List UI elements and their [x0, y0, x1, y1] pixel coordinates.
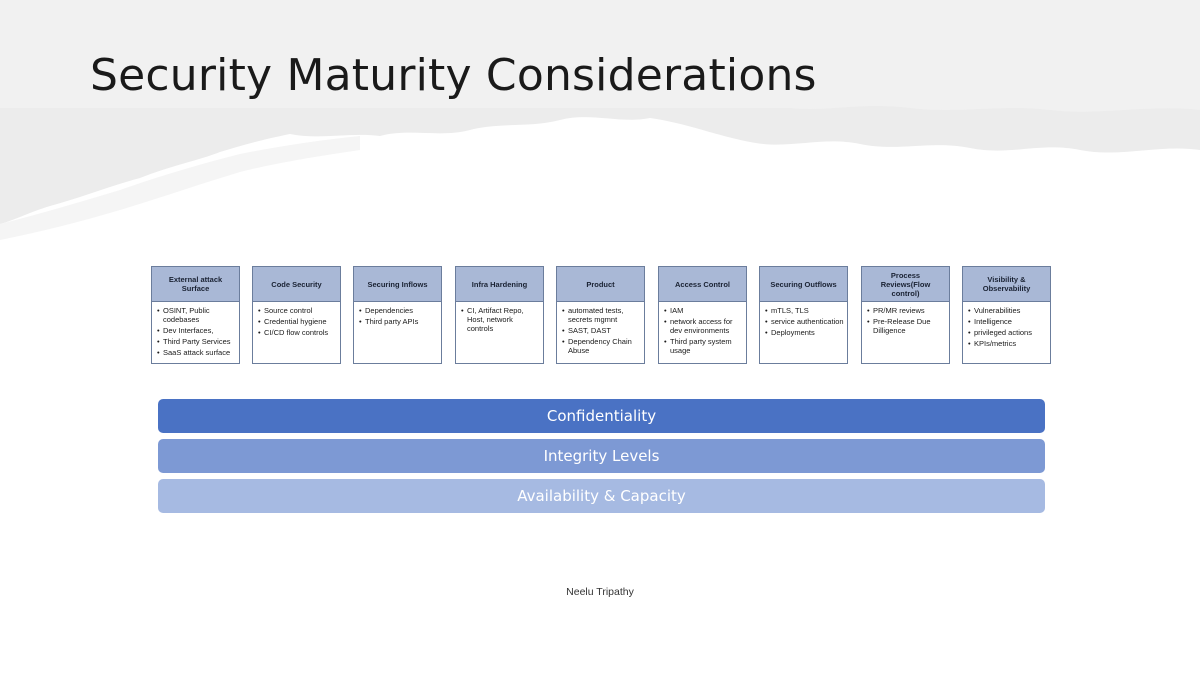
presenter-name: Neelu Tripathy	[566, 586, 634, 598]
integrity-levels-bar: Integrity Levels	[158, 439, 1045, 473]
category-items: IAM network access for dev environments …	[659, 302, 746, 355]
category-external-attack-surface: External attack Surface OSINT, Public co…	[151, 266, 240, 364]
category-item: Dependencies	[359, 306, 438, 315]
category-title: Process Reviews(Flow control)	[862, 267, 949, 302]
category-items: Dependencies Third party APIs	[354, 302, 441, 326]
category-item: Third party APIs	[359, 317, 438, 326]
category-item: Vulnerabilities	[968, 306, 1047, 315]
category-code-security: Code Security Source control Credential …	[252, 266, 341, 364]
category-item: IAM	[664, 306, 743, 315]
confidentiality-bar: Confidentiality	[158, 399, 1045, 433]
category-items: automated tests, secrets mgmnt SAST, DAS…	[557, 302, 644, 355]
category-item: automated tests, secrets mgmnt	[562, 306, 641, 324]
category-infra-hardening: Infra Hardening CI, Artifact Repo, Host,…	[455, 266, 544, 364]
category-process-reviews: Process Reviews(Flow control) PR/MR revi…	[861, 266, 950, 364]
category-item: CI, Artifact Repo, Host, network control…	[461, 306, 540, 333]
category-title: Code Security	[253, 267, 340, 302]
category-items: CI, Artifact Repo, Host, network control…	[456, 302, 543, 333]
category-items: mTLS, TLS service authentication Deploym…	[760, 302, 847, 337]
category-title: Infra Hardening	[456, 267, 543, 302]
category-title: Product	[557, 267, 644, 302]
category-securing-inflows: Securing Inflows Dependencies Third part…	[353, 266, 442, 364]
category-title: Visibility & Observability	[963, 267, 1050, 302]
category-item: mTLS, TLS	[765, 306, 844, 315]
category-items: Source control Credential hygiene CI/CD …	[253, 302, 340, 337]
category-item: Dependency Chain Abuse	[562, 337, 641, 355]
category-title: Access Control	[659, 267, 746, 302]
category-title: External attack Surface	[152, 267, 239, 302]
category-item: service authentication	[765, 317, 844, 326]
category-item: Source control	[258, 306, 337, 315]
category-item: SAST, DAST	[562, 326, 641, 335]
category-item: Third party system usage	[664, 337, 743, 355]
category-item: OSINT, Public codebases	[157, 306, 236, 324]
category-visibility-observability: Visibility & Observability Vulnerabiliti…	[962, 266, 1051, 364]
category-title: Securing Outflows	[760, 267, 847, 302]
category-item: PR/MR reviews	[867, 306, 946, 315]
category-product: Product automated tests, secrets mgmnt S…	[556, 266, 645, 364]
category-access-control: Access Control IAM network access for de…	[658, 266, 747, 364]
category-item: KPIs/metrics	[968, 339, 1047, 348]
category-item: Credential hygiene	[258, 317, 337, 326]
category-item: Intelligence	[968, 317, 1047, 326]
category-securing-outflows: Securing Outflows mTLS, TLS service auth…	[759, 266, 848, 364]
category-items: Vulnerabilities Intelligence privileged …	[963, 302, 1050, 348]
category-item: SaaS attack surface	[157, 348, 236, 357]
availability-capacity-bar: Availability & Capacity	[158, 479, 1045, 513]
category-item: network access for dev environments	[664, 317, 743, 335]
category-item: privileged actions	[968, 328, 1047, 337]
security-categories: External attack Surface OSINT, Public co…	[151, 266, 1053, 366]
category-items: OSINT, Public codebases Dev Interfaces, …	[152, 302, 239, 357]
category-item: CI/CD flow controls	[258, 328, 337, 337]
slide-title: Security Maturity Considerations	[90, 50, 817, 101]
category-item: Third Party Services	[157, 337, 236, 346]
category-item: Dev Interfaces,	[157, 326, 236, 335]
category-item: Pre-Release Due Dilligence	[867, 317, 946, 335]
category-items: PR/MR reviews Pre-Release Due Dilligence	[862, 302, 949, 335]
category-title: Securing Inflows	[354, 267, 441, 302]
category-item: Deployments	[765, 328, 844, 337]
